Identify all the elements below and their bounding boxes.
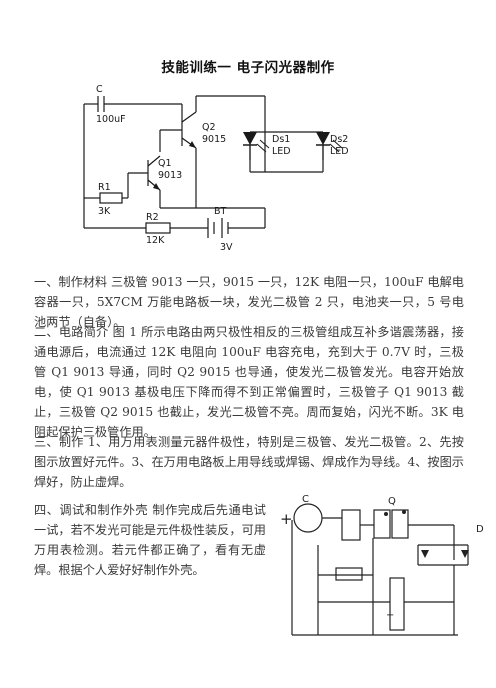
bt-value: 3V bbox=[220, 242, 233, 253]
c-label: C bbox=[96, 84, 103, 95]
r1-label: R1 bbox=[98, 182, 111, 193]
photo-d-label: D bbox=[476, 524, 484, 535]
circuit-board-figure: C Q D + − bbox=[280, 494, 484, 636]
c-value: 100uF bbox=[96, 114, 126, 125]
ds2-value: LED bbox=[330, 146, 349, 157]
r1-value: 3K bbox=[98, 206, 111, 217]
photo-c-label: C bbox=[302, 494, 309, 505]
materials-paragraph: 一、制作材料 三极管 9013 一只，9015 一只，12K 电阻一只，100u… bbox=[34, 275, 464, 329]
photo-plus-label: + bbox=[280, 510, 293, 528]
make-paragraph: 三、制作 1、用万用表测量元器件极性，特别是三极管、发光二极管。2、先按图示放置… bbox=[34, 435, 464, 489]
q2-value: 9015 bbox=[202, 134, 226, 145]
debug-paragraph: 四、调试和制作外壳 制作完成后先通电试一试，若不发光可能是元件极性装反，可用万用… bbox=[34, 503, 266, 577]
q1-value: 9013 bbox=[158, 170, 182, 181]
photo-minus-label: − bbox=[386, 610, 394, 621]
intro-paragraph: 二、电路简介 图 1 所示电路由两只极性相反的三极管组成互补多谐震荡器，接通电源… bbox=[34, 325, 464, 439]
ds2-label: Ds2 bbox=[330, 134, 348, 145]
bt-label: BT bbox=[214, 206, 227, 217]
r2-label: R2 bbox=[146, 212, 159, 223]
page-title: 技能训练一 电子闪光器制作 bbox=[161, 60, 335, 76]
q2-label: Q2 bbox=[202, 122, 216, 133]
photo-q-label: Q bbox=[388, 496, 396, 507]
r2-value: 12K bbox=[146, 235, 165, 246]
ds1-label: Ds1 bbox=[272, 134, 290, 145]
q1-label: Q1 bbox=[158, 158, 172, 169]
ds1-value: LED bbox=[272, 146, 291, 157]
circuit-schematic: C 100uF Q2 9015 Q1 9013 Ds1 LED Ds2 LED … bbox=[83, 84, 349, 253]
